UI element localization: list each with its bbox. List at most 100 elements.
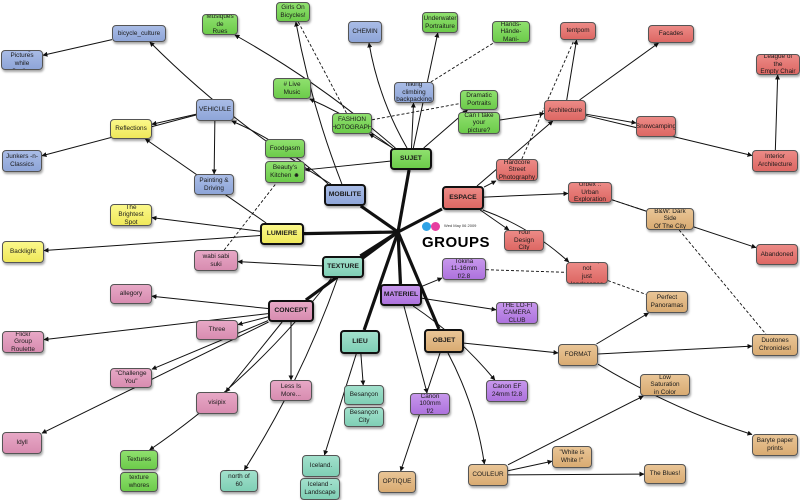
logo-dot-pink <box>431 222 440 231</box>
logo-dot-blue <box>422 222 431 231</box>
node-allegory[interactable]: allegory <box>110 284 152 304</box>
edge-materiel-lofi <box>421 297 497 312</box>
node-reflections[interactable]: Reflections <box>110 119 152 139</box>
hub-spoke-sujet <box>396 169 411 233</box>
node-abandoned[interactable]: Abandoned <box>756 244 798 265</box>
node-architecture[interactable]: Architecture <box>544 100 586 121</box>
node-lumiere[interactable]: LUMIERE <box>260 223 304 245</box>
node-tentpom[interactable]: tentpom <box>560 22 596 40</box>
edge-texture-wabi <box>237 259 323 267</box>
node-bw-dark-side-of-the-city[interactable]: B&W: Dark Side Of The City <box>646 208 694 230</box>
node-girls-on-bicycles[interactable]: Girls On Bicycles! <box>276 2 310 22</box>
node-interior-architecture[interactable]: Interior Architecture <box>752 150 798 172</box>
edge-objet-couleur <box>447 352 487 465</box>
node-format[interactable]: FORMAT <box>558 344 598 366</box>
node-idyll[interactable]: Idyll <box>2 432 42 454</box>
node-challenge-you[interactable]: "Challenge You" <box>110 368 152 388</box>
node-flickr-group-roulette[interactable]: Flickr Group Roulette <box>2 331 44 353</box>
node-beautys-kitchen[interactable]: Beauty's Kitchen ☻ <box>265 161 305 183</box>
edge-sujet-beautys <box>304 160 391 172</box>
node-bicycle-culture[interactable]: bicycle_culture <box>112 25 166 42</box>
node-taking-pictures-while-cycling[interactable]: Taking Pictures while Cycling <box>1 50 43 70</box>
edge-lieu-besancon <box>360 353 366 386</box>
node-vehicule[interactable]: VEHICULE <box>196 99 234 121</box>
node-baryte-paper-prints[interactable]: Baryte paper prints <box>752 434 798 456</box>
logo-wordmark: GROUPS <box>422 234 491 251</box>
edge-canyou-architecture <box>499 111 545 121</box>
dashed-link-fashion-dramatic <box>371 103 461 121</box>
node-espace[interactable]: ESPACE <box>442 186 484 210</box>
node-dramatic-portraits[interactable]: Dramatic Portraits <box>460 90 498 110</box>
node-mobilite[interactable]: MOBILITE <box>324 184 366 206</box>
dashed-link-tokina-scenics <box>485 269 567 273</box>
node-texture-whores[interactable]: texture whores <box>120 472 158 492</box>
node-hiking-climbing-backpacking[interactable]: hiking climbing backpacking <box>394 82 434 103</box>
node-lieu[interactable]: LIEU <box>340 330 380 354</box>
edge-espace-hardcore <box>483 180 497 188</box>
node-the-brightest-spot[interactable]: The Brightest Spot <box>110 204 152 226</box>
node-concept[interactable]: CONCEPT <box>268 300 314 322</box>
edge-vehicule-reflections <box>151 113 197 126</box>
node-junkers-n-classics[interactable]: Junkers -n- Classics <box>2 150 42 172</box>
edge-espace-urbex <box>483 191 569 198</box>
node-iceland-landscape[interactable]: Iceland - Landscape <box>300 478 340 500</box>
node-your-design-city[interactable]: Your Design City <box>504 230 544 251</box>
node-sujet[interactable]: SUJET <box>390 148 432 170</box>
node-duotones-chronicles[interactable]: Duotones Chronicles! <box>752 334 798 356</box>
node-three[interactable]: Three <box>196 320 238 340</box>
node-iceland[interactable]: Iceland. <box>302 455 340 477</box>
node-textures[interactable]: Textures <box>120 450 158 470</box>
edge-objet-format <box>463 342 559 355</box>
node-painting-driving[interactable]: Painting & Driving <box>194 174 234 195</box>
node-optique[interactable]: OPTIQUE <box>378 471 416 493</box>
hub-spoke-mobilite <box>359 204 399 234</box>
node-low-saturation-in-color[interactable]: Low Saturation in Color <box>640 374 690 396</box>
node-less-is-more[interactable]: Less Is More... <box>270 380 312 401</box>
node-scenics-not-just-landscapes[interactable]: Scenics, not just landscapes <box>566 262 608 284</box>
node-visipix[interactable]: visipix <box>196 392 238 414</box>
node-north-of-60[interactable]: north of 60 <box>220 470 258 492</box>
edge-concept-allegory <box>151 294 269 310</box>
node-wabi-sabi-suki[interactable]: wabi sabi suki <box>194 250 238 271</box>
node-materiel[interactable]: MATERIEL <box>380 284 422 306</box>
node-tokina-11-16mm[interactable]: Tokina 11-16mm f/2.8 <box>442 258 486 280</box>
edge-concept-three <box>237 316 269 326</box>
edge-lumiere-brightest <box>151 215 261 232</box>
node-besancon[interactable]: Besançon <box>344 385 384 405</box>
node-perfect-panoramas[interactable]: Perfect Panoramas <box>646 291 688 313</box>
edge-vehicule-painting <box>211 120 217 175</box>
node-underwater-portraiture[interactable]: Underwater Portraiture <box>422 12 458 33</box>
node-mains-hands[interactable]: [Mains-Hands- Hände-Mani- Manos] <box>492 21 530 43</box>
node-hardcore-street-photography[interactable]: Hardcore Street Photography <box>496 159 538 181</box>
node-lo-fi-camera-club[interactable]: THE LO-FI CAMERA CLUB <box>496 302 538 324</box>
node-backlight[interactable]: Backlight <box>2 241 44 263</box>
node-chemin[interactable]: CHEMIN <box>348 21 382 43</box>
node-foodgasm[interactable]: Foodgasm <box>265 139 305 158</box>
dashed-link-urbex-bw <box>611 199 647 212</box>
node-canon-ef-24mm[interactable]: Canon EF 24mm f2.8 <box>486 380 528 402</box>
dashed-link-girls-fashion <box>297 21 347 114</box>
node-musiques-de-rues[interactable]: Musiques de Rues <box>202 14 238 35</box>
edge-architecture-facades <box>579 42 659 101</box>
edge-format-perfect <box>596 312 649 345</box>
node-fashion-photography[interactable]: FASHION PHOTOGRAPHY <box>332 113 372 134</box>
node-canon-100mm[interactable]: Canon 100mm f/2 <box>410 393 450 415</box>
node-live-music[interactable]: # Live Music <box>273 78 311 99</box>
edge-lumiere-backlight <box>43 235 261 253</box>
edge-sujet-fashion <box>369 133 393 149</box>
node-league-of-the-empty-chair[interactable]: League of the Empty Chair <box>756 54 800 75</box>
node-urbex-urban-exploration[interactable]: Urbex :: Urban Exploration <box>568 182 612 203</box>
node-besancon-city[interactable]: Besançon City <box>344 407 384 427</box>
node-objet[interactable]: OBJET <box>424 329 464 353</box>
node-white-is-white[interactable]: "White is White !" <box>552 446 592 468</box>
edge-bicycle-taking <box>42 39 113 57</box>
node-couleur[interactable]: COULEUR <box>468 464 508 486</box>
node-can-i-take-your-picture[interactable]: Can I take your picture? <box>458 112 500 134</box>
hub-spoke-lumiere <box>303 230 399 236</box>
node-facades[interactable]: Facades <box>648 25 694 43</box>
node-texture[interactable]: TEXTURE <box>322 256 364 278</box>
node-snowcamping[interactable]: Snowcamping <box>636 116 676 137</box>
hub-spoke-lieu <box>362 231 400 331</box>
node-the-blues[interactable]: The Blues! <box>644 464 686 484</box>
